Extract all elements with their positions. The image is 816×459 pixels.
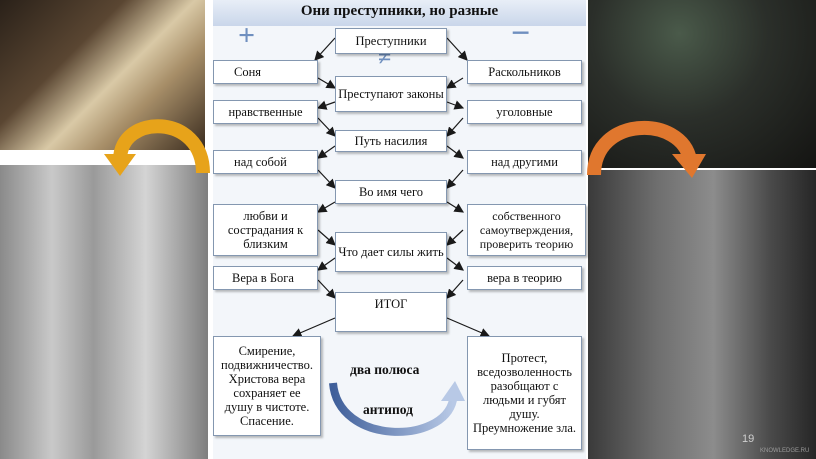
box-in-name-of: Во имя чего [335, 180, 447, 204]
box-self-affirmation: собственного самоутверждения, проверить … [467, 204, 586, 256]
axe-in-hand-photo [588, 0, 816, 168]
box-sonya-result: Смирение, подвижничество. Христова вера … [213, 336, 321, 436]
left-arc-arrow-icon [104, 119, 210, 176]
antipode-arc-arrow-icon [329, 381, 465, 436]
diagram-title: Они преступники, но разные [300, 3, 499, 19]
box-raskolnikov-result: Протест, вседозволенность разобщают с лю… [467, 336, 582, 450]
watermark-text: KNOWLEDGE.RU [760, 448, 810, 454]
comparison-diagram: Они преступники, но разные [213, 0, 586, 459]
box-path-violence: Путь насилия [335, 130, 447, 152]
box-criminal: уголовные [467, 100, 582, 124]
box-result: ИТОГ [335, 292, 447, 332]
title-bar [213, 0, 586, 26]
box-moral: нравственные [213, 100, 318, 124]
raskolnikov-photo [588, 170, 816, 459]
box-strength-to-live: Что дает силы жить [335, 232, 447, 272]
box-love: любви и сострадания к близким [213, 204, 318, 256]
box-raskolnikov: Раскольников [467, 60, 582, 84]
two-poles-label: два полюса [350, 362, 420, 377]
right-arc-arrow-icon [587, 121, 706, 178]
antipode-label: антипод [363, 402, 413, 417]
connector-lines [291, 37, 491, 338]
box-over-self: над собой [213, 150, 318, 174]
box-sonya: Соня [213, 60, 318, 84]
sonya-illustration [0, 165, 208, 459]
box-faith-in-god: Вера в Бога [213, 266, 318, 290]
box-over-others: над другими [467, 150, 582, 174]
box-break-laws: Преступают законы [335, 76, 447, 112]
minus-sign-icon: − [511, 15, 531, 52]
box-faith-in-theory: вера в теорию [467, 266, 582, 290]
slide-number: 19 [742, 433, 755, 445]
plus-sign-icon: + [238, 19, 256, 52]
box-criminals: Преступники [335, 28, 447, 54]
